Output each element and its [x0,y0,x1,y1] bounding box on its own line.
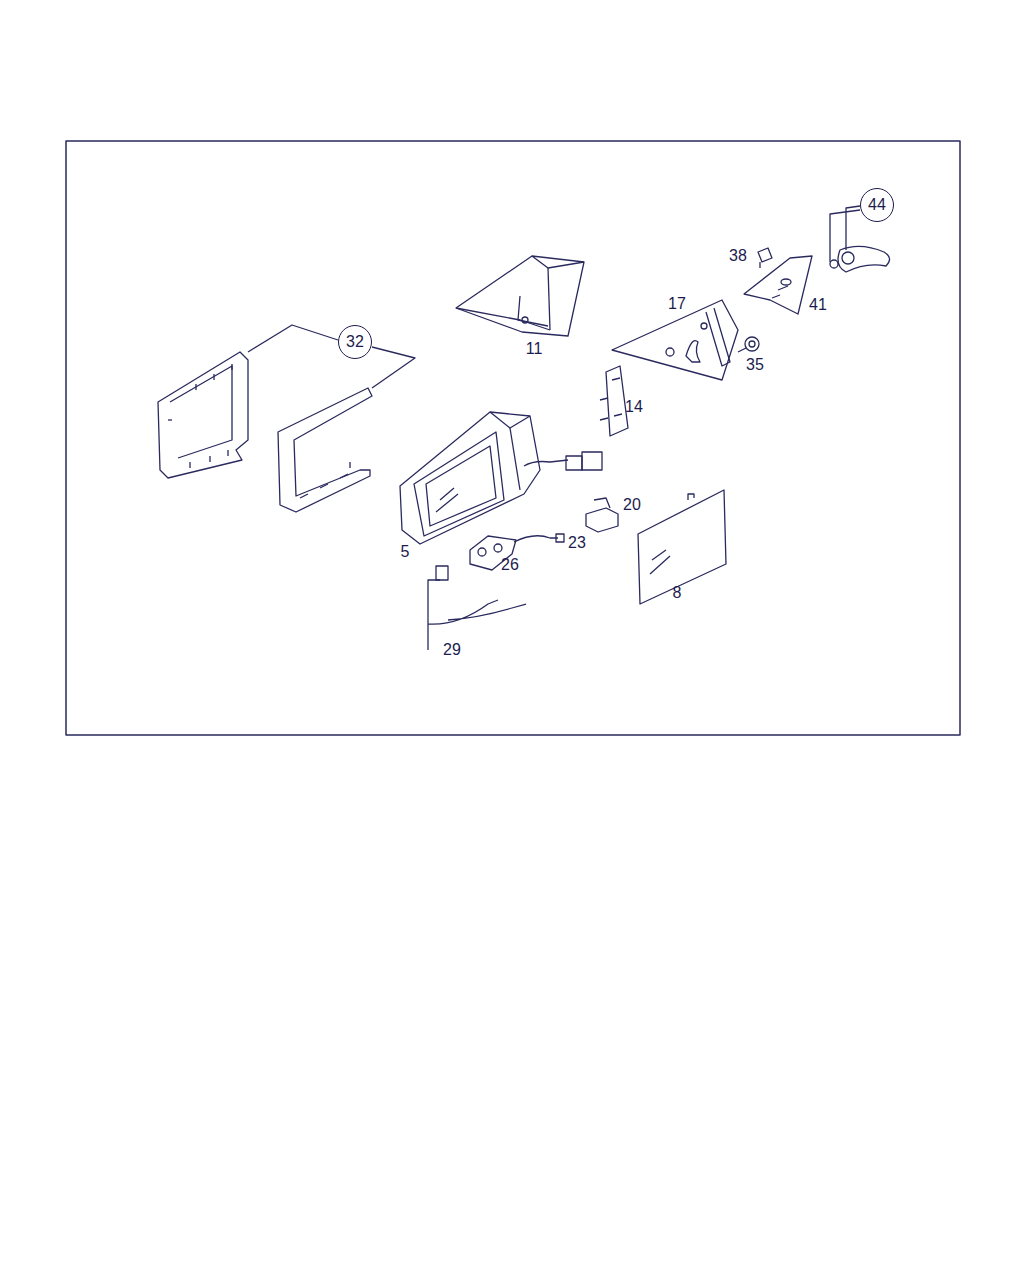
connector [586,498,618,532]
callout-number: 32 [346,334,364,350]
mirror-cover [456,256,584,336]
bracket [600,366,628,436]
leader-line [248,325,338,352]
callout-number: 14 [625,399,643,415]
inner-cover [744,256,812,314]
mirror-glass [638,490,726,604]
heating-cable [428,566,526,650]
leader-line [830,210,860,262]
callout-number: 8 [673,585,682,601]
leader-line [372,347,415,388]
leader-line [846,206,860,250]
mirror-housing [400,412,602,544]
clip [758,248,772,268]
frame [66,141,960,735]
callout-number: 41 [809,297,827,313]
callout-number: 38 [729,248,747,264]
callout-circle: 44 [860,188,894,222]
adjust-lever [830,246,890,272]
callout-number: 11 [526,341,543,357]
callout-circle: 32 [338,325,372,359]
callout-number: 35 [746,357,764,373]
callout-number: 20 [623,497,641,513]
callout-number: 29 [443,642,461,658]
callout-number: 23 [568,535,586,551]
screw [738,337,759,352]
callout-number: 26 [501,557,519,573]
callout-number: 5 [401,544,410,560]
callout-number: 44 [868,197,886,213]
trim-frame [158,352,372,512]
callout-number: 17 [668,296,686,312]
base-plate [612,300,738,380]
